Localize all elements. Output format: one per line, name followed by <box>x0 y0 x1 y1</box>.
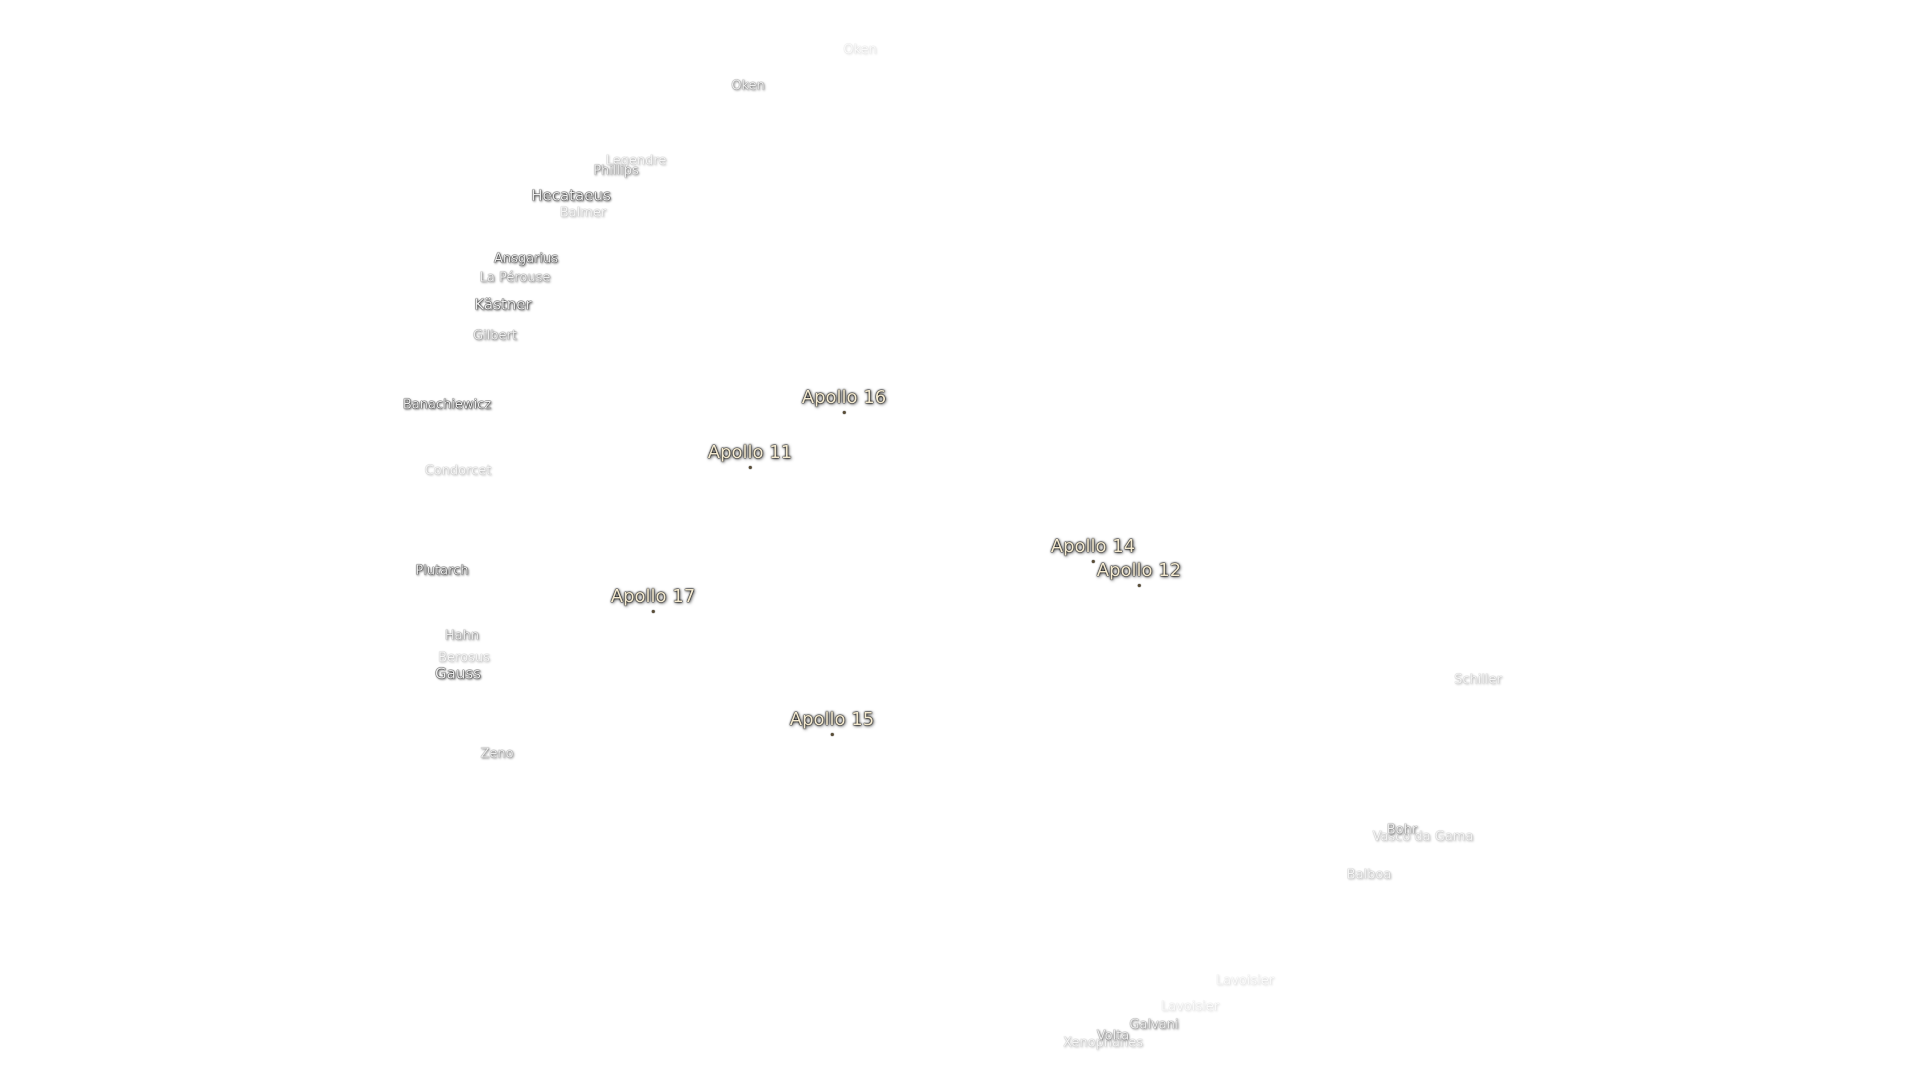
crater-label[interactable]: Zeno <box>480 746 514 762</box>
crater-label[interactable]: Berosus <box>438 650 490 666</box>
crater-label[interactable]: Balboa <box>1346 867 1392 883</box>
landing-site-marker-icon <box>1092 560 1095 563</box>
landing-site-marker-icon <box>1138 584 1141 587</box>
crater-label[interactable]: Xenophanes <box>1063 1035 1143 1051</box>
crater-label[interactable]: Oken <box>731 78 765 94</box>
crater-label[interactable]: Legendre <box>605 153 667 169</box>
crater-label[interactable]: Balmer <box>559 205 607 221</box>
crater-label[interactable]: Bohr <box>1386 822 1418 838</box>
landing-site-marker-icon <box>831 733 834 736</box>
landing-site-label: Apollo 16 <box>801 387 887 408</box>
crater-label[interactable]: Hecataeus <box>531 186 611 205</box>
crater-label[interactable]: Gauss <box>435 664 481 683</box>
landing-site-apollo-12[interactable]: Apollo 12 <box>1096 560 1182 587</box>
crater-label[interactable]: Vasco da Gama <box>1372 829 1474 845</box>
crater-label[interactable]: Gilbert <box>473 328 517 344</box>
landing-site-marker-icon <box>749 466 752 469</box>
landing-site-marker-icon <box>652 610 655 613</box>
crater-label[interactable]: Oken <box>843 42 877 58</box>
landing-site-apollo-15[interactable]: Apollo 15 <box>789 709 875 736</box>
landing-site-label: Apollo 15 <box>789 709 875 730</box>
landing-site-label: Apollo 14 <box>1050 536 1136 557</box>
landing-site-label: Apollo 11 <box>707 442 793 463</box>
landing-site-apollo-17[interactable]: Apollo 17 <box>610 586 696 613</box>
crater-label[interactable]: Volta <box>1096 1028 1130 1044</box>
crater-label[interactable]: Galvani <box>1129 1017 1179 1033</box>
landing-site-apollo-16[interactable]: Apollo 16 <box>801 387 887 414</box>
crater-label[interactable]: Schiller <box>1454 672 1502 688</box>
landing-site-marker-icon <box>843 411 846 414</box>
crater-label[interactable]: Plutarch <box>415 563 469 579</box>
crater-label[interactable]: La Pérouse <box>479 270 551 286</box>
crater-label[interactable]: Ansgarius <box>493 251 559 267</box>
crater-label[interactable]: Lavoisier <box>1160 999 1220 1015</box>
crater-label[interactable]: Lavoisier <box>1215 973 1275 989</box>
crater-label[interactable]: Kästner <box>474 295 532 314</box>
landing-site-label: Apollo 12 <box>1096 560 1182 581</box>
crater-label[interactable]: Condorcet <box>424 463 492 479</box>
landing-site-apollo-11[interactable]: Apollo 11 <box>707 442 793 469</box>
crater-label[interactable]: Banachiewicz <box>402 397 492 413</box>
landing-site-label: Apollo 17 <box>610 586 696 607</box>
crater-label[interactable]: Hahn <box>444 628 480 644</box>
crater-label[interactable]: Phillips <box>593 163 639 179</box>
landing-site-apollo-14[interactable]: Apollo 14 <box>1050 536 1136 563</box>
